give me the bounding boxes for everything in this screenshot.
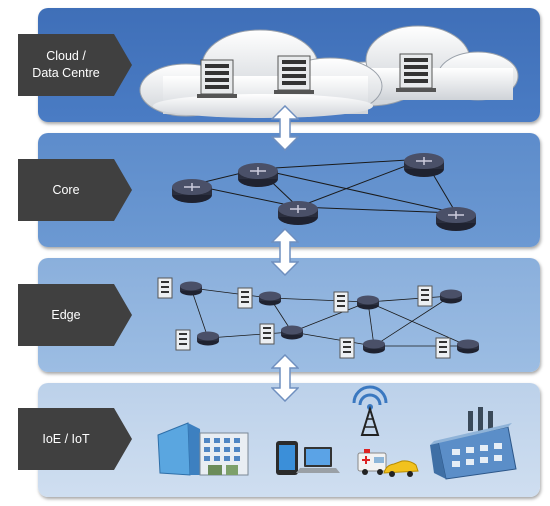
layer-label-text: IoE / IoT bbox=[42, 431, 90, 446]
router-icon bbox=[180, 281, 202, 296]
router-icon bbox=[404, 153, 444, 177]
router-icon bbox=[259, 291, 281, 306]
server-icon bbox=[396, 53, 436, 92]
laptop-icon bbox=[296, 447, 340, 473]
server-icon bbox=[333, 291, 349, 313]
router-icon bbox=[278, 201, 318, 225]
layer-label-core: Core bbox=[18, 159, 132, 221]
double-arrow-icon bbox=[271, 354, 299, 402]
layer-label-iot: IoE / IoT bbox=[18, 408, 132, 470]
router-icon bbox=[440, 289, 462, 304]
router-icon bbox=[457, 339, 479, 354]
router-icon bbox=[436, 207, 476, 231]
cloud-illustration bbox=[139, 25, 519, 118]
server-icon bbox=[237, 287, 253, 309]
router-icon bbox=[197, 331, 219, 346]
server-icon bbox=[259, 323, 275, 345]
server-icon bbox=[417, 285, 433, 307]
layer-label-cloud: Cloud / Data Centre bbox=[18, 34, 132, 96]
iot-devices bbox=[157, 385, 517, 480]
double-arrow-icon bbox=[271, 228, 299, 276]
router-icon bbox=[238, 163, 278, 187]
server-icon bbox=[175, 329, 191, 351]
router-icon bbox=[172, 179, 212, 203]
car-icon bbox=[383, 460, 419, 477]
server-icon bbox=[157, 277, 173, 299]
cloud-layer bbox=[38, 8, 540, 122]
layer-label-text: Cloud / Data Centre bbox=[32, 49, 100, 80]
ambulance-icon bbox=[357, 449, 387, 475]
server-icon bbox=[435, 337, 451, 359]
layer-label-edge: Edge bbox=[18, 284, 132, 346]
layer-label-text: Core bbox=[52, 182, 80, 197]
server-icon bbox=[274, 55, 314, 94]
router-icon bbox=[281, 325, 303, 340]
building-icon bbox=[157, 422, 249, 476]
server-icon bbox=[197, 59, 237, 98]
server-icon bbox=[339, 337, 355, 359]
smartphone-icon bbox=[276, 441, 298, 475]
router-icon bbox=[357, 295, 379, 310]
router-icon bbox=[363, 339, 385, 354]
double-arrow-icon bbox=[271, 105, 299, 151]
factory-icon bbox=[430, 407, 517, 480]
cloud-shape-left bbox=[139, 29, 383, 118]
antenna-tower-icon bbox=[352, 385, 388, 436]
edge-network bbox=[157, 277, 479, 359]
layer-label-text: Edge bbox=[51, 307, 81, 322]
core-network bbox=[172, 153, 476, 231]
